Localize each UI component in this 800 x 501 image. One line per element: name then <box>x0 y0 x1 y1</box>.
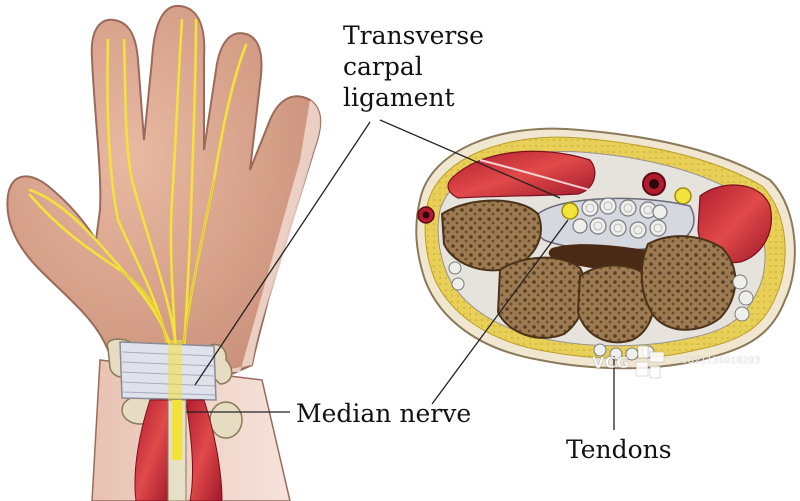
leader-ligament-hand <box>194 121 371 386</box>
label-line: Transverse <box>343 21 484 50</box>
hand-illustration <box>6 4 322 501</box>
label-tendons: Tendons <box>566 435 672 464</box>
label-transverse-carpal-ligament: Transverse carpal ligament <box>343 20 484 113</box>
muscle-top <box>447 150 596 199</box>
leader-ligament-section <box>379 119 561 199</box>
median-nerve-section <box>561 202 579 220</box>
svg-text:VCG: VCG <box>592 353 629 372</box>
label-line: ligament <box>343 83 455 112</box>
ulnar-nerve <box>674 187 692 205</box>
carpal-bone-sections <box>440 199 737 344</box>
label-median-nerve: Median nerve <box>296 399 472 428</box>
leader-nerve-section <box>431 219 569 405</box>
vcg-logo-icon: VCG <box>592 345 665 379</box>
label-line: carpal <box>343 52 423 81</box>
tendon-bundle <box>572 197 668 239</box>
forearm-muscles <box>134 399 223 501</box>
transverse-carpal-ligament <box>119 340 217 402</box>
wrist-cross-section <box>415 127 796 370</box>
watermark: VCG VCG21136018203 <box>590 340 790 384</box>
leader-lines <box>186 119 615 430</box>
watermark-text: VCG21136018203 <box>674 356 761 366</box>
hand-outline <box>6 4 322 382</box>
